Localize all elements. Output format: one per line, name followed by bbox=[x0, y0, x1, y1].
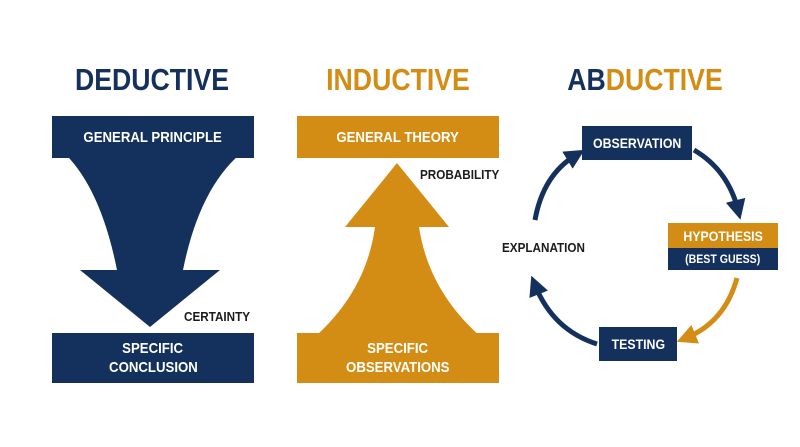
arrow-observation-to-hypothesis bbox=[692, 147, 746, 220]
hypothesis-box: HYPOTHESIS bbox=[668, 223, 778, 248]
inductive-observations-label: OBSERVATIONS bbox=[346, 359, 450, 376]
hypothesis-label: HYPOTHESIS bbox=[683, 227, 763, 244]
arrow-testing-to-explanation bbox=[529, 275, 598, 347]
explanation-label: EXPLANATION bbox=[502, 240, 585, 255]
deductive-title: DEDUCTIVE bbox=[74, 62, 230, 97]
best-guess-box: (BEST GUESS) bbox=[668, 248, 778, 270]
inductive-specific-observations-box: SPECIFIC OBSERVATIONS bbox=[297, 333, 499, 383]
deductive-specific-conclusion-box: SPECIFIC CONCLUSION bbox=[52, 333, 254, 383]
arrow-hypothesis-to-testing bbox=[676, 277, 740, 344]
inductive-general-theory-box: GENERAL THEORY bbox=[297, 116, 499, 158]
inductive-general-theory-label: GENERAL THEORY bbox=[336, 128, 460, 146]
inductive-arrow bbox=[299, 163, 497, 350]
abductive-title-prefix: AB bbox=[567, 62, 606, 97]
probability-label: PROBABILITY bbox=[420, 167, 500, 182]
deductive-general-principle-label: GENERAL PRINCIPLE bbox=[83, 128, 223, 146]
testing-label: TESTING bbox=[611, 336, 665, 352]
deductive-conclusion-label: CONCLUSION bbox=[108, 359, 198, 376]
abductive-title-suffix: DUCTIVE bbox=[605, 62, 723, 97]
certainty-label: CERTAINTY bbox=[184, 309, 251, 324]
abductive-title: ABDUCTIVE bbox=[559, 62, 731, 98]
arrow-explanation-to-observation bbox=[532, 149, 585, 221]
testing-box: TESTING bbox=[599, 327, 677, 361]
deductive-general-principle-box: GENERAL PRINCIPLE bbox=[52, 116, 254, 158]
deductive-specific-label: SPECIFIC bbox=[122, 340, 184, 357]
observation-box: OBSERVATION bbox=[582, 126, 692, 160]
inductive-specific-label: SPECIFIC bbox=[367, 340, 429, 357]
deductive-arrow bbox=[61, 150, 245, 327]
best-guess-label: (BEST GUESS) bbox=[685, 252, 761, 266]
inductive-title: INDUCTIVE bbox=[326, 62, 470, 97]
observation-label: OBSERVATION bbox=[592, 135, 682, 151]
